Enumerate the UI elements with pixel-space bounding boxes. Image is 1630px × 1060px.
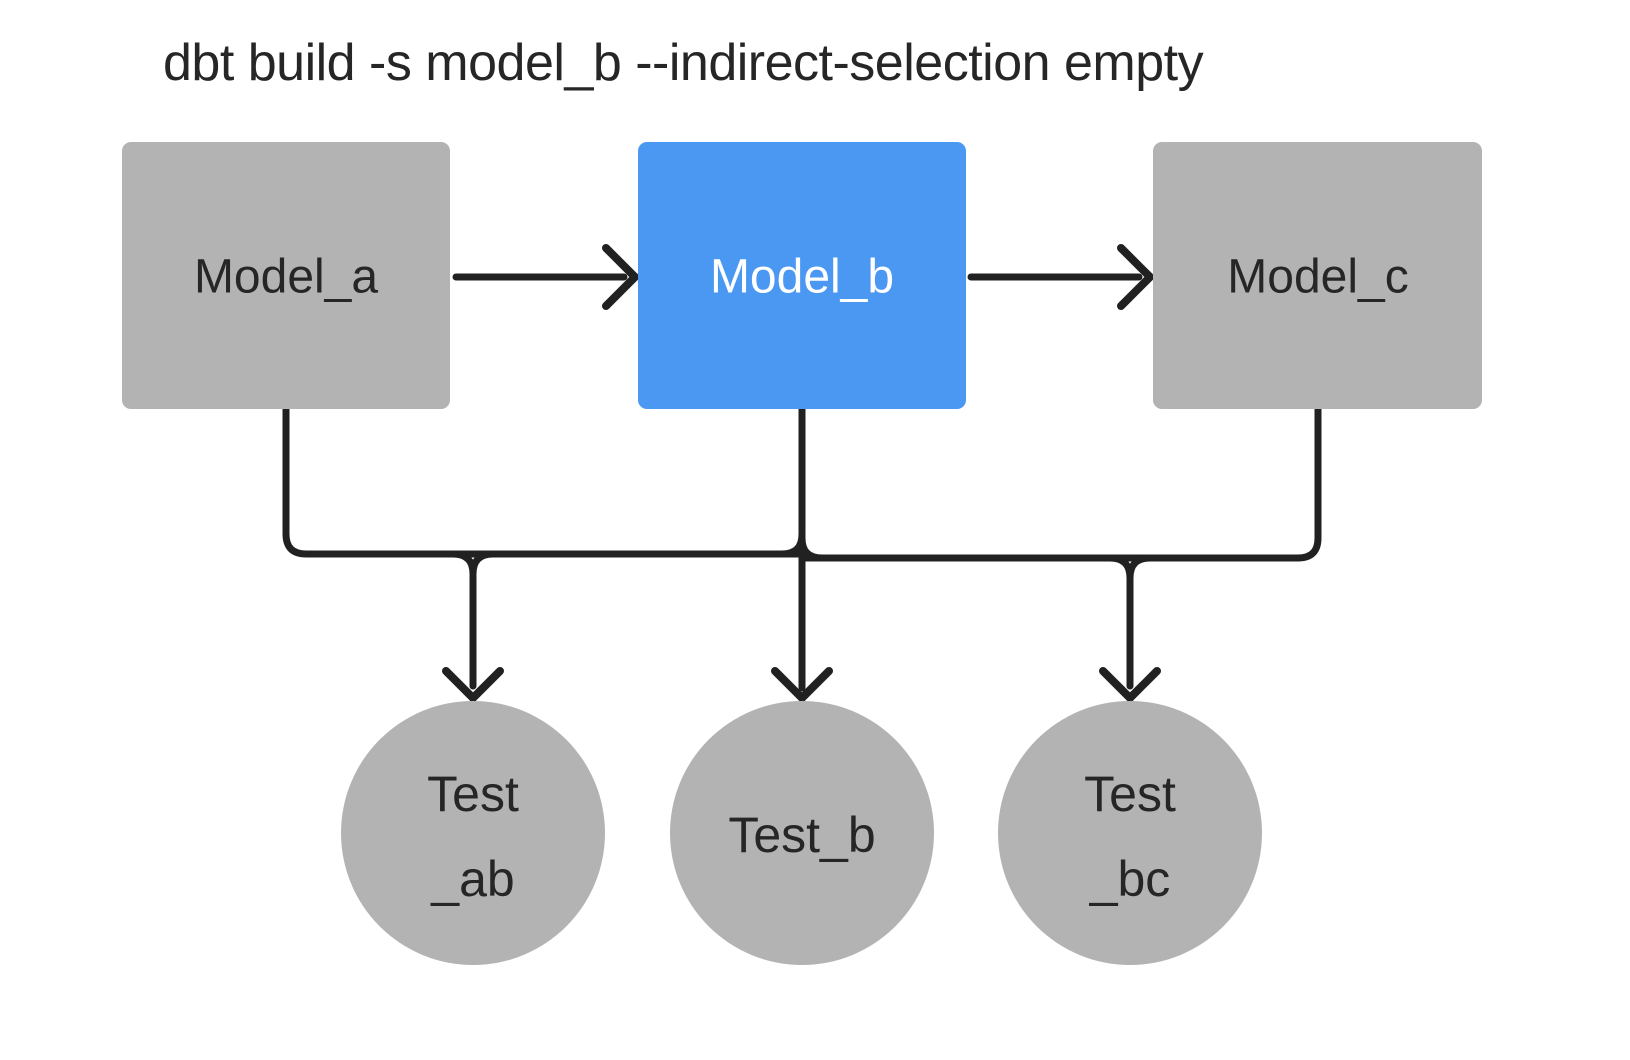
model-c-node [1153,142,1482,409]
test-bc-label-line1: Test [1084,766,1176,822]
edge-branch-to-test-ab-fillet [469,550,497,578]
model-b-node [638,142,966,409]
test-ab-node [341,701,605,965]
model-a-label: Model_a [194,251,378,304]
edge-model-a-drop-connector [282,405,802,558]
test-bc-node [998,701,1262,965]
edge-test-bc-arrowhead-icon [1099,667,1161,702]
edge-model-c-drop-connector [802,405,1322,562]
test-b-node [670,701,934,965]
diagram-title: dbt build -s model_b --indirect-selectio… [163,34,1204,92]
test-ab-label-line2: _ab [430,851,514,907]
model-b-label: Model_b [710,251,894,304]
edge-model-b-to-model-c-arrowhead-icon [1117,244,1154,310]
test-b-label: Test_b [728,807,875,863]
test-bc-label-line2: _bc [1089,851,1171,907]
test-ab-label-line1: Test [427,766,519,822]
model-c-label: Model_c [1227,251,1408,304]
edge-model-a-to-model-b-arrowhead-icon [602,244,639,310]
edge-test-b-arrowhead-icon [771,667,833,702]
edge-branch-to-test-bc-fillet [1126,554,1154,582]
edge-test-ab-arrowhead-icon [442,667,504,702]
junction-fillet-right-bus-to-model-b [798,534,826,562]
model-a-node [122,142,450,409]
